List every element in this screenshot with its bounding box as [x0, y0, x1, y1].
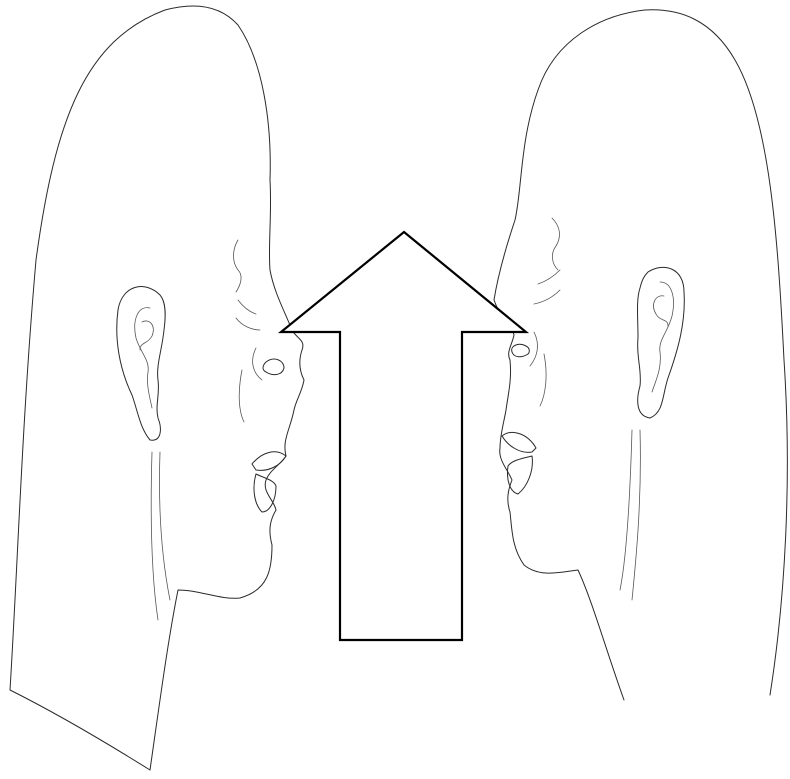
left-head-outline	[10, 6, 304, 770]
left-eye-lower	[236, 318, 260, 330]
right-brow	[552, 218, 559, 270]
left-neck-line-2	[159, 452, 170, 600]
left-ear-fold	[140, 321, 153, 350]
left-lower-lip	[254, 474, 276, 512]
left-head	[10, 6, 304, 770]
right-neck-line	[632, 430, 640, 600]
left-brow	[234, 240, 242, 292]
left-neck-line	[151, 452, 158, 620]
right-head-outline	[494, 10, 787, 700]
left-eye-upper	[238, 300, 256, 314]
right-nose-wing	[530, 332, 537, 366]
up-arrow	[281, 232, 526, 640]
right-head	[494, 10, 787, 700]
right-lower-lip	[507, 456, 532, 494]
right-neck-line-2	[620, 430, 632, 590]
right-nostril	[512, 344, 530, 356]
left-upper-lip	[252, 452, 286, 471]
right-ear-fold	[654, 296, 668, 326]
right-eye-lower	[534, 290, 560, 304]
left-ear-inner	[135, 308, 152, 408]
right-eye-upper	[538, 270, 560, 284]
right-upper-lip	[502, 432, 536, 452]
left-cheek-line	[239, 370, 244, 422]
right-ear-inner	[652, 282, 674, 392]
right-cheek-line	[540, 354, 546, 406]
left-nose-wing	[253, 348, 262, 380]
left-nostril	[263, 359, 284, 375]
